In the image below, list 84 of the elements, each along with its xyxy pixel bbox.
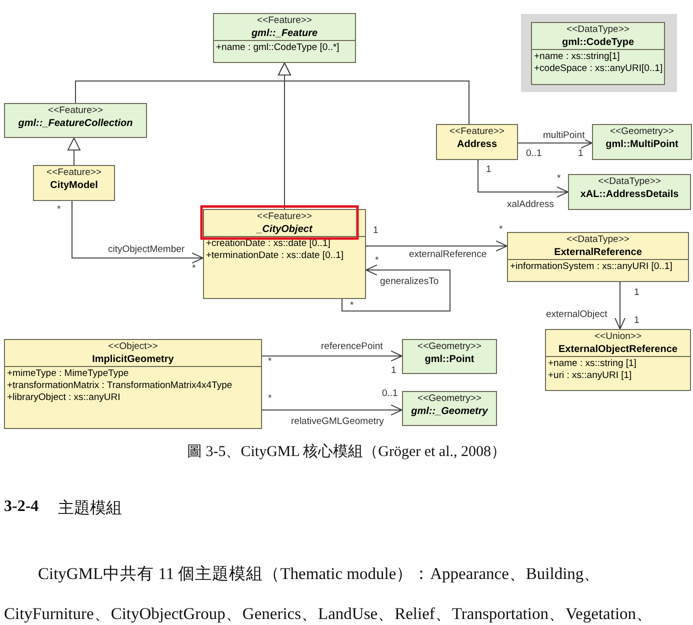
- class-box: [33, 165, 115, 201]
- class-box: [592, 124, 692, 160]
- stereotype-label: <<DataType>>: [598, 176, 661, 188]
- class-box: [436, 124, 518, 160]
- stereotype-label: <<Union>>: [594, 331, 642, 343]
- class-box: [203, 209, 366, 299]
- generalization-arrow: [278, 62, 470, 124]
- attribute-text: +libraryObject : xs::anyURI: [7, 392, 120, 404]
- multiplicity-label: *: [57, 205, 61, 215]
- section-number: 3-2-4: [4, 498, 39, 516]
- class-name: ExternalObjectReference: [558, 343, 678, 356]
- class-name: Address: [456, 138, 497, 151]
- class-name: gml::_Feature: [251, 27, 318, 40]
- attribute-text: +name : xs::string[1]: [534, 51, 620, 63]
- attribute-text: +uri : xs::anyURI [1]: [548, 370, 632, 382]
- multiplicity-label: *: [268, 357, 272, 367]
- class-name: xAL::AddressDetails: [580, 188, 679, 201]
- multiplicity-label: *: [350, 301, 354, 311]
- class-name: ImplicitGeometry: [92, 353, 174, 366]
- class-name: ExternalReference: [554, 246, 642, 259]
- class-name: CityModel: [50, 179, 98, 192]
- multiplicity-label: 1: [373, 226, 378, 236]
- stereotype-label: <<Geometry>>: [610, 126, 674, 138]
- section-heading: 主題模組: [58, 498, 122, 519]
- attribute-text: +mimeType : MimeTypeType: [7, 368, 129, 380]
- class-box: [568, 174, 691, 210]
- multiplicity-label: 1: [391, 366, 396, 376]
- stereotype-label: <<Feature>>: [257, 211, 312, 223]
- edge-label: cityObjectMember: [108, 244, 185, 255]
- association-arrow: [518, 138, 592, 148]
- class-name: gml::Point: [424, 353, 474, 366]
- class-box: [531, 22, 665, 85]
- stereotype-label: <<Object>>: [108, 341, 158, 353]
- class-name: gml::MultiPoint: [606, 138, 678, 151]
- multiplicity-label: 1: [578, 149, 584, 159]
- attribute-text: +informationSystem : xs::anyURI [0..1]: [510, 261, 672, 273]
- multiplicity-label: 1: [634, 288, 640, 298]
- attribute-text: +name : gml::CodeType [0..*]: [216, 42, 340, 54]
- stereotype-label: <<DataType>>: [566, 24, 630, 36]
- edge-label: externalReference: [409, 249, 487, 260]
- edge-label: externalObject: [546, 309, 608, 320]
- multiplicity-label: *: [375, 256, 379, 266]
- stereotype-label: <<Feature>>: [450, 126, 504, 138]
- edge-label: referencePoint: [321, 341, 383, 352]
- association-arrow: [262, 350, 402, 362]
- stereotype-label: <<Geometry>>: [418, 393, 482, 405]
- multiplicity-label: 1: [634, 316, 640, 326]
- stereotype-label: <<Feature>>: [257, 15, 312, 27]
- multiplicity-label: *: [268, 394, 272, 404]
- class-box: [4, 339, 262, 429]
- class-box: [4, 103, 147, 138]
- edge-label: relativeGMLGeometry: [291, 416, 384, 427]
- association-arrow: [262, 404, 402, 416]
- class-box: [507, 232, 689, 282]
- figure-caption: 圖 3-5、CityGML 核心模組（Gröger et al., 2008）: [186, 442, 507, 461]
- attribute-text: +terminationDate : xs::date [0..1]: [206, 250, 344, 262]
- class-box: [402, 339, 497, 374]
- class-name: gml::_Geometry: [411, 405, 488, 418]
- class-box: [213, 13, 356, 63]
- multiplicity-label: 0..1: [526, 149, 542, 159]
- body-paragraph: CityGML中共有 11 個主題模組（Thematic module）：Appearance、Building、CityFurniture、CityObjectGroup、Generics、LandUse、Relief、Transportation、Vegetation、: [4, 563, 654, 625]
- class-box: [545, 329, 691, 391]
- class-name: gml::_FeatureCollection: [18, 117, 133, 130]
- multiplicity-label: *: [499, 225, 503, 235]
- attribute-text: +transformationMatrix : TransformationMatrix4x4Type: [7, 380, 232, 392]
- multiplicity-label: 1: [486, 165, 492, 175]
- multiplicity-label: *: [192, 264, 196, 274]
- stereotype-label: <<DataType>>: [566, 234, 630, 246]
- edge-label: multiPoint: [543, 130, 585, 141]
- class-box: [402, 391, 497, 426]
- attribute-text: +creationDate : xs::date [0..1]: [206, 238, 330, 250]
- multiplicity-label: 0..1: [382, 389, 398, 399]
- attribute-text: +codeSpace : xs::anyURI[0..1]: [534, 63, 663, 75]
- association-arrow: [342, 264, 450, 312]
- stereotype-label: <<Feature>>: [48, 105, 103, 117]
- multiplicity-label: *: [557, 174, 561, 184]
- class-name: _CityObject: [256, 223, 312, 236]
- edge-label: generalizesTo: [380, 276, 439, 287]
- stereotype-label: <<Feature>>: [46, 167, 102, 179]
- class-name: gml::CodeType: [562, 36, 634, 49]
- attribute-text: +name : xs::string [1]: [548, 358, 636, 370]
- edge-label: xalAddress: [507, 199, 554, 210]
- generalization-arrow: [68, 138, 80, 166]
- stereotype-label: <<Geometry>>: [418, 341, 482, 353]
